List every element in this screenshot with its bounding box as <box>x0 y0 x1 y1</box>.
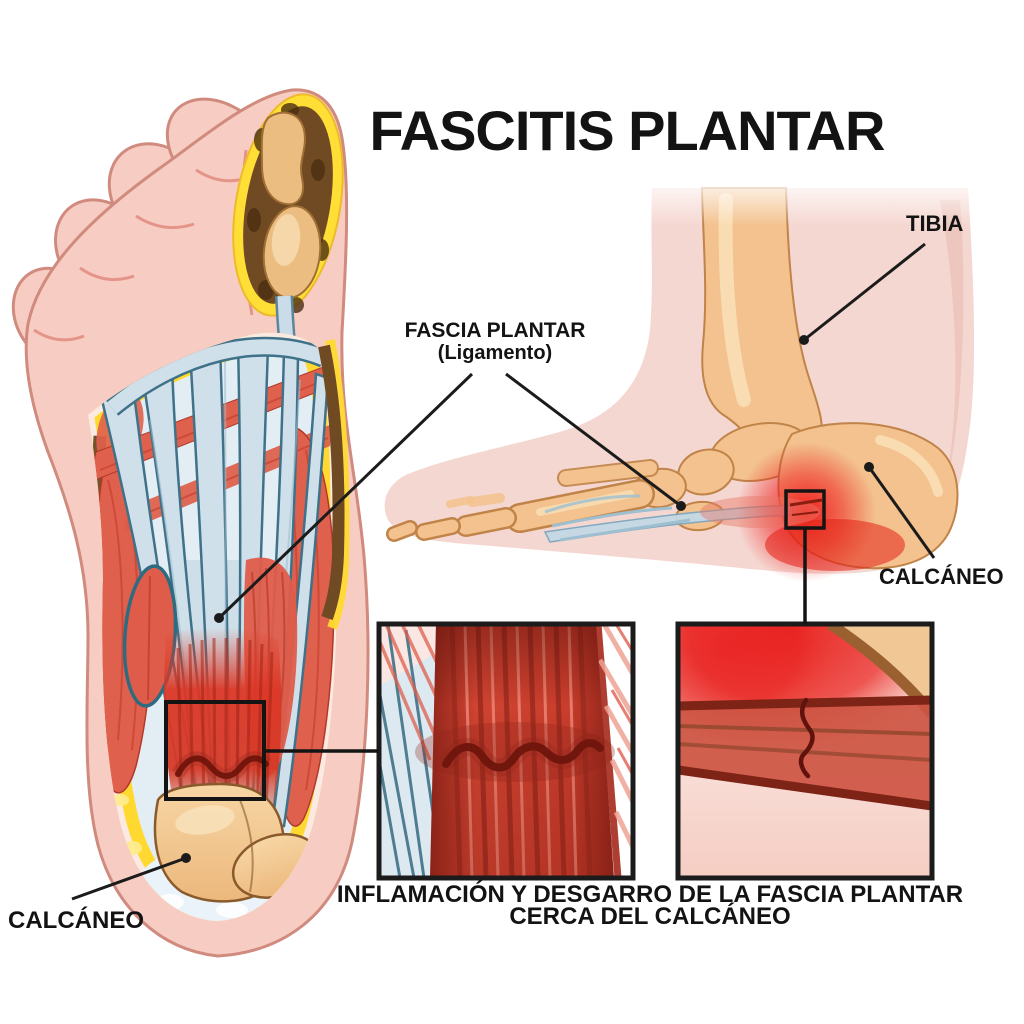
label-fascia-plantar: FASCIA PLANTAR (Ligamento) <box>395 319 595 365</box>
inflamed-fascia-zone <box>164 627 282 836</box>
side-view-illustration <box>384 187 975 582</box>
bone-wedge <box>836 624 932 712</box>
calcaneus-bone-sole <box>153 782 321 903</box>
label-calcaneo-side: CALCÁNEO <box>879 564 1004 589</box>
caption-line1: INFLAMACIÓN Y DESGARRO DE LA FASCIA PLAN… <box>336 881 964 908</box>
label-calcaneo-sole: CALCÁNEO <box>8 907 144 934</box>
highlight-rects-and-connectors <box>164 489 826 801</box>
fascia-tear-closeup-side <box>798 697 815 779</box>
page-title: FASCITIS PLANTAR <box>369 99 886 162</box>
caption-line2: CERCA DEL CALCÁNEO <box>509 903 791 930</box>
heel-inflammation <box>700 442 905 582</box>
caption: INFLAMACIÓN Y DESGARRO DE LA FASCIA PLAN… <box>320 881 980 930</box>
label-tibia: TIBIA <box>906 211 964 236</box>
fascia-tear-closeup-front <box>442 739 604 772</box>
leader-lines <box>71 242 936 901</box>
brown-tissue-strip-right <box>318 344 345 621</box>
sole-interior <box>88 332 337 921</box>
sole-view-illustration <box>11 88 370 958</box>
label-fascia-plantar-line1: FASCIA PLANTAR <box>404 319 586 342</box>
fascia-tear-sole <box>175 755 269 779</box>
big-toe-bone <box>260 111 306 206</box>
inset-tear-front <box>376 621 636 881</box>
inset-tear-side <box>675 621 935 881</box>
label-fascia-plantar-line2: (Ligamento) <box>437 342 553 364</box>
